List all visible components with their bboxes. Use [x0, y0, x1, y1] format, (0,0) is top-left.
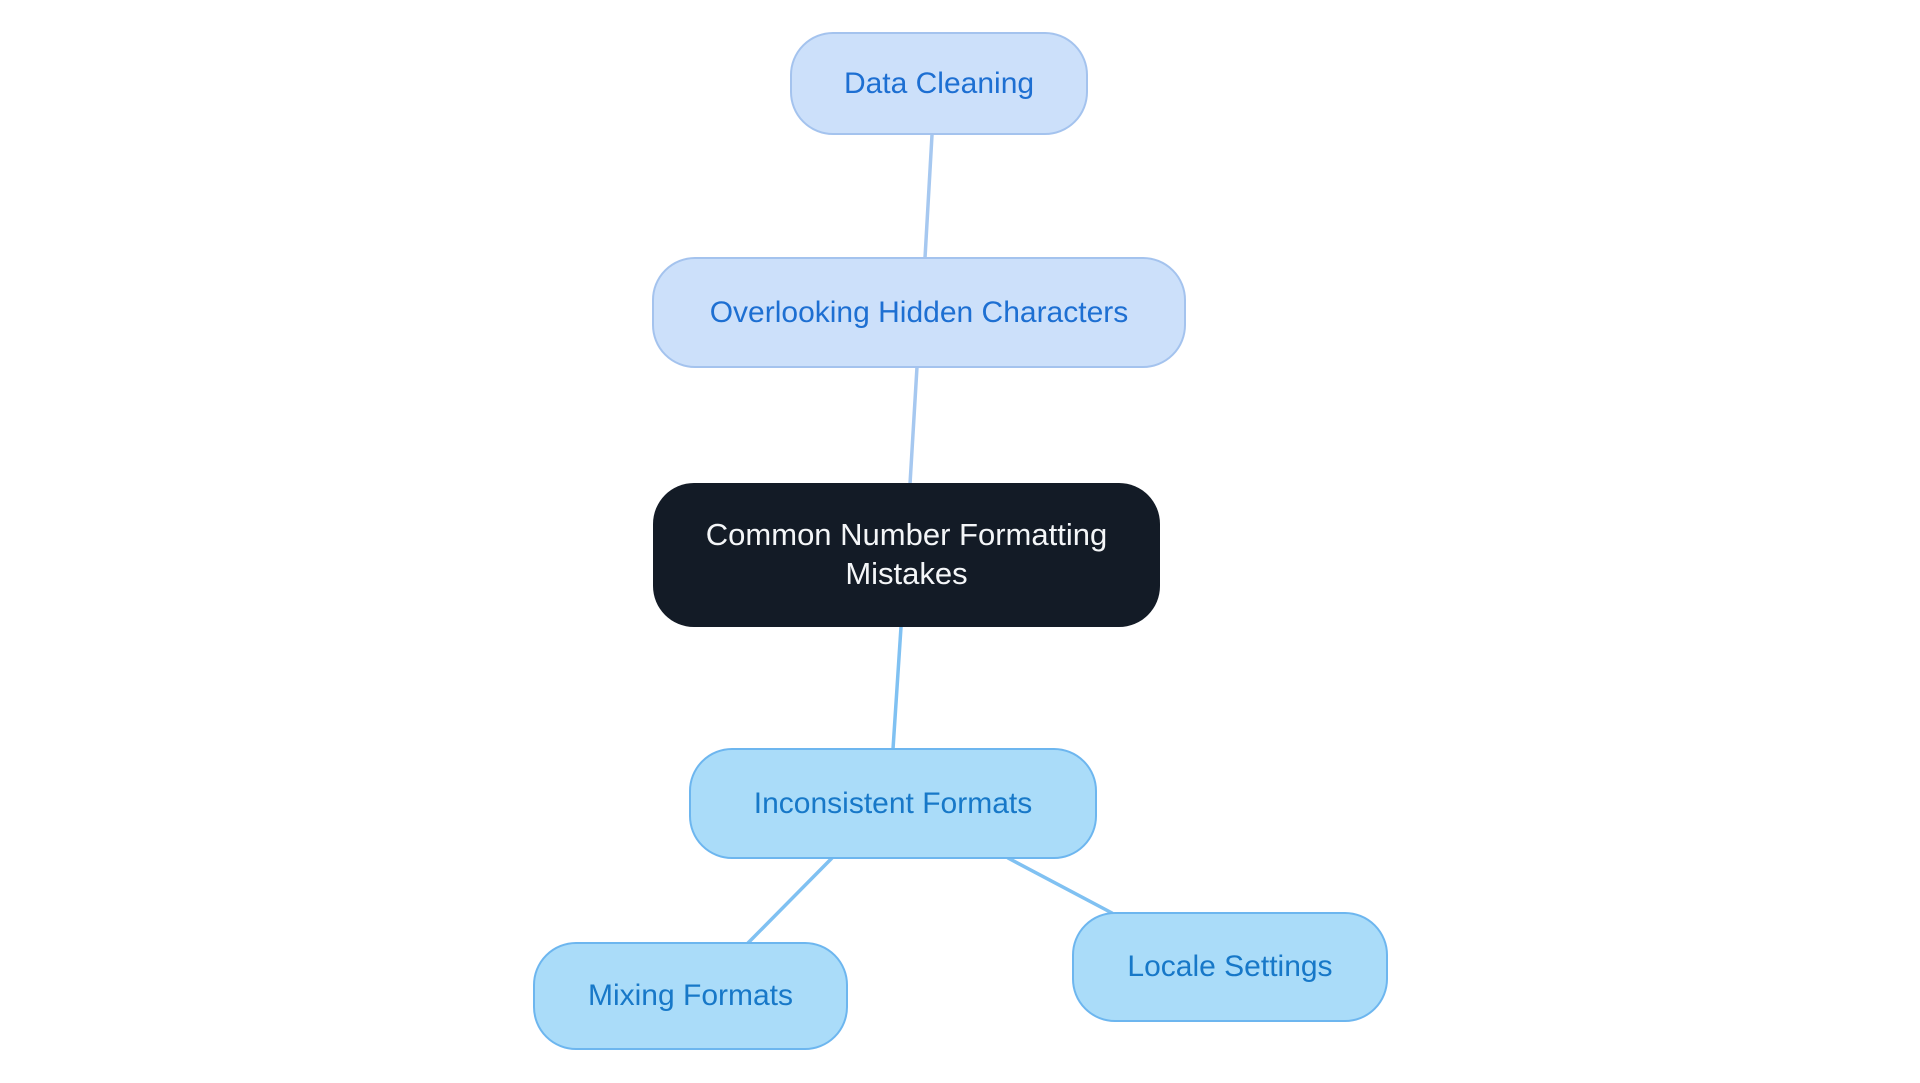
node-locale-settings: Locale Settings: [1072, 912, 1388, 1022]
node-mixing-formats: Mixing Formats: [533, 942, 848, 1050]
edge-data-cleaning-to-overlooking: [923, 133, 934, 260]
edge-inconsistent-to-mixing: [746, 856, 834, 945]
node-overlooking-hidden-characters-label: Overlooking Hidden Characters: [709, 295, 1129, 329]
node-inconsistent-formats: Inconsistent Formats: [689, 748, 1097, 859]
node-overlooking-hidden-characters: Overlooking Hidden Characters: [652, 257, 1186, 368]
node-common-number-formatting-mistakes: Common Number Formatting Mistakes: [653, 483, 1160, 627]
node-data-cleaning: Data Cleaning: [790, 32, 1088, 135]
edge-inconsistent-to-locale: [1006, 856, 1114, 915]
node-inconsistent-formats-label: Inconsistent Formats: [753, 786, 1033, 820]
node-mixing-formats-label: Mixing Formats: [587, 979, 794, 1013]
node-locale-settings-label: Locale Settings: [1127, 950, 1333, 984]
node-common-number-formatting-mistakes-label: Common Number Formatting Mistakes: [705, 517, 1108, 591]
edge-root-to-inconsistent: [891, 625, 903, 751]
node-data-cleaning-label: Data Cleaning: [843, 66, 1035, 100]
edge-overlooking-to-root: [908, 365, 919, 486]
